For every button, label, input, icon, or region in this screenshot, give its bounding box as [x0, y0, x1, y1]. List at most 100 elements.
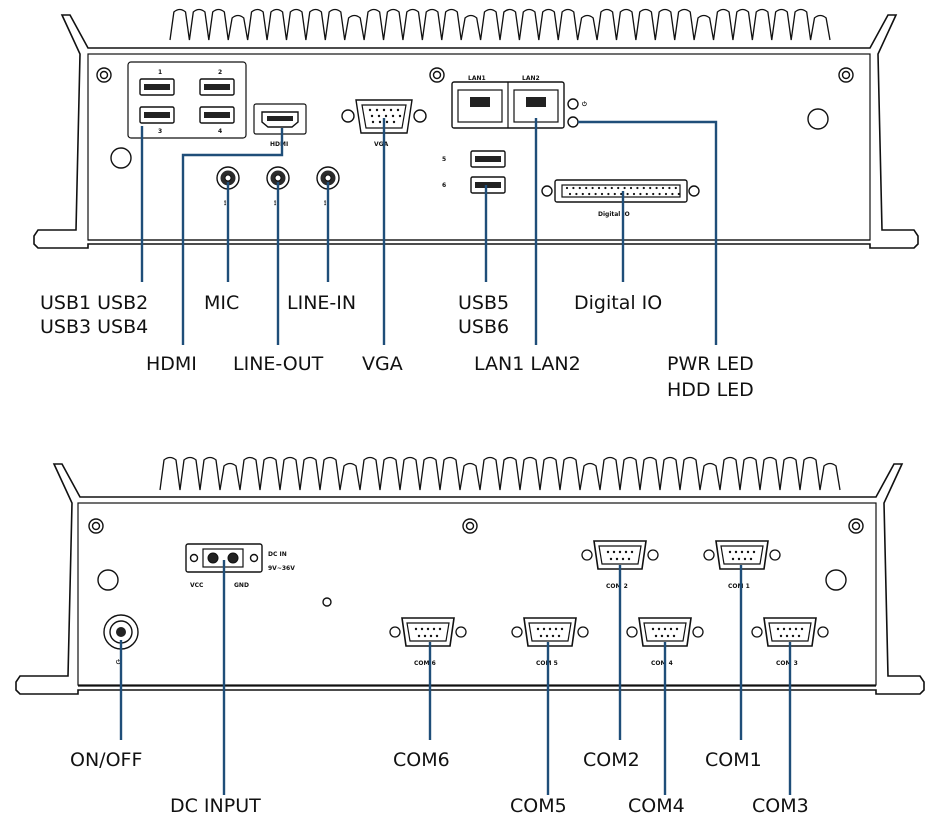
digital-io-pin	[597, 186, 601, 190]
digital-io-pin	[636, 186, 639, 190]
line-out-label: LINE-OUT	[233, 353, 324, 375]
digital-io-pin	[674, 186, 677, 190]
digital-io-pin	[575, 192, 578, 196]
hdmi-leader-line	[181, 128, 284, 345]
com3-silk: COM 3	[776, 660, 798, 667]
usb5-port	[470, 150, 506, 168]
digital-io-pin	[668, 186, 671, 190]
digital-io-pin	[658, 192, 661, 196]
vga-port: VGA	[341, 99, 427, 148]
usb3-usb4-label: USB3 USB4	[40, 316, 148, 338]
com2-label: COM2	[583, 749, 640, 771]
digital-io-pin	[568, 192, 572, 196]
heatsink-fin-row	[169, 8, 831, 41]
digital-io-pin	[652, 192, 655, 196]
lan1-lan2-label: LAN1 LAN2	[474, 353, 581, 375]
digital-io-pin	[585, 186, 588, 190]
usb1-4-ports: 1 2 3 4	[127, 61, 247, 139]
com3-label: COM3	[752, 795, 809, 817]
digital-io-pin	[655, 186, 658, 190]
front-panel: 1 2 3 4 HDMI VGA ⟟	[33, 8, 919, 401]
pwr-led-label: PWR LED	[667, 353, 754, 375]
screw-icon	[838, 67, 854, 83]
gnd-silk: GND	[234, 582, 249, 589]
usb5-label: USB5	[458, 292, 509, 314]
digital-io-pin	[639, 192, 642, 196]
digital-io-pin	[578, 186, 581, 190]
hdd-led	[567, 116, 579, 128]
usb1-silk: 1	[158, 69, 162, 76]
digital-io-pin	[600, 192, 604, 196]
digital-io-pin	[642, 186, 645, 190]
usb6-label: USB6	[458, 316, 509, 338]
dc-in-silk: DC IN	[268, 551, 287, 558]
power-button-symbol-icon: ⏻	[116, 659, 121, 666]
heatsink-fin-row	[159, 456, 841, 491]
vcc-silk: VCC	[190, 582, 204, 589]
com4-label: COM4	[628, 795, 685, 817]
ground-screw	[322, 597, 332, 607]
digital-io-pin	[629, 186, 633, 190]
digital-io-pin	[661, 186, 665, 190]
digital-io-pin	[671, 192, 674, 196]
digital-io-pin	[604, 186, 607, 190]
digital-io-pin	[617, 186, 620, 190]
hdd-led-label: HDD LED	[667, 379, 754, 401]
usb3-port	[139, 106, 175, 124]
led-leader-line	[578, 120, 718, 345]
com1-silk: COM 1	[728, 583, 750, 590]
digital-io-pin	[664, 192, 668, 196]
screw-icon	[96, 67, 112, 83]
screw-icon	[848, 518, 864, 534]
digital-io-label: Digital IO	[574, 292, 662, 314]
pwr-led	[567, 98, 579, 110]
digital-io-pin	[623, 186, 626, 190]
dc-input-label: DC INPUT	[170, 795, 261, 817]
on-off-label: ON/OFF	[70, 749, 142, 771]
mic-label: MIC	[204, 292, 239, 314]
front-chassis	[33, 14, 919, 249]
line-in-label: LINE-IN	[287, 292, 356, 314]
lan2-silk: LAN2	[522, 75, 540, 82]
digital-io-pin	[620, 192, 623, 196]
com1-label: COM1	[705, 749, 762, 771]
hdmi-port: HDMI	[253, 103, 307, 148]
rear-panel: ⏻ DC IN 9V~36V VCC GND COM 2 COM 1 COM 6…	[15, 456, 925, 817]
usb4-port	[199, 106, 235, 124]
dc-range-silk: 9V~36V	[268, 565, 295, 572]
digital-io-pin	[613, 192, 616, 196]
com4-silk: COM 4	[651, 660, 673, 667]
lan1-silk: LAN1	[468, 75, 486, 82]
digital-io-pin	[645, 192, 648, 196]
digital-io-pin	[565, 186, 569, 190]
mount-hole	[807, 108, 829, 130]
lan-ports: LAN1 LAN2	[451, 75, 565, 129]
vga-label: VGA	[362, 353, 403, 375]
screw-icon	[88, 518, 104, 534]
usb5-silk: 5	[442, 156, 446, 163]
digital-io-pin	[591, 186, 594, 190]
digital-io-pin	[677, 192, 680, 196]
usb1-port	[139, 78, 175, 96]
line-out-symbol: ⟟	[274, 200, 277, 207]
usb2-port	[199, 78, 235, 96]
mount-hole	[825, 569, 847, 591]
digital-io-pin	[607, 192, 610, 196]
usb3-silk: 3	[158, 128, 162, 135]
front-heatsink-fins	[169, 8, 831, 41]
usb6-port	[470, 176, 506, 194]
mount-hole	[97, 569, 119, 591]
power-symbol-icon: ⏻	[582, 101, 587, 108]
digital-io-pin	[626, 192, 629, 196]
vga-silk: VGA	[374, 141, 389, 148]
hdmi-label: HDMI	[146, 353, 197, 375]
rear-face-inset	[77, 502, 877, 686]
rear-heatsink-fins	[159, 456, 841, 491]
usb1-usb2-label: USB1 USB2	[40, 292, 148, 314]
digital-io-pin	[588, 192, 591, 196]
digital-io-pin	[594, 192, 597, 196]
screw-icon	[429, 67, 445, 83]
com6-silk: COM 6	[414, 660, 436, 667]
digital-io-pin	[581, 192, 584, 196]
